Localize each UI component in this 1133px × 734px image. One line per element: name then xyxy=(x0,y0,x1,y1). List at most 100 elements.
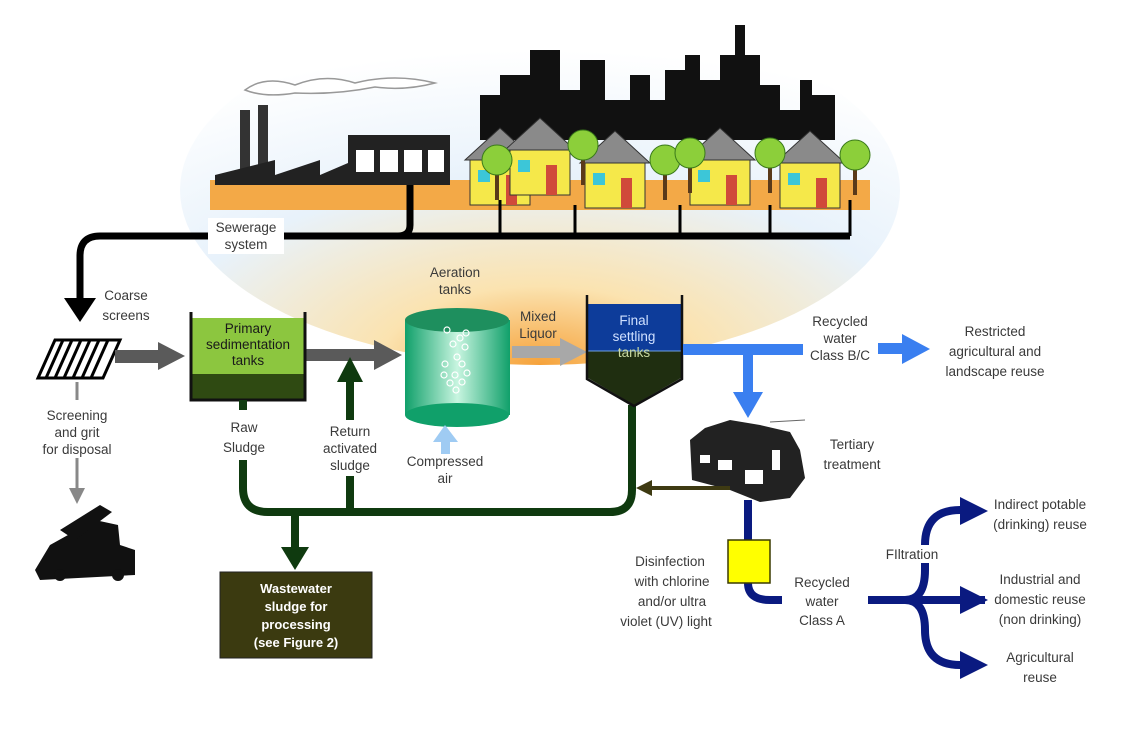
compressed-air-label-2: air xyxy=(437,471,453,486)
tertiary-label-2: treatment xyxy=(823,457,880,472)
flow-arrow-screen-to-primary xyxy=(115,342,185,370)
sewer-arrowhead xyxy=(64,298,96,322)
disinfection-label-3: and/or ultra xyxy=(638,594,707,609)
raw-sludge-label-1: Raw xyxy=(230,420,257,435)
aeration-label-1: Aeration xyxy=(430,265,480,280)
tree-trunk xyxy=(688,158,692,193)
tertiary-treatment-plant-icon xyxy=(690,419,806,502)
tree-icon xyxy=(567,129,599,161)
sludge-box-label-1: Wastewater xyxy=(260,581,332,596)
screening-label-3: for disposal xyxy=(42,442,111,457)
restricted-label-1: Restricted xyxy=(965,324,1026,339)
sludge-down-arrowhead xyxy=(281,547,309,570)
houses xyxy=(463,117,871,209)
sewerage-label-2: system xyxy=(225,237,268,252)
aeration-tank xyxy=(405,308,510,427)
restricted-label-2: agricultural and xyxy=(949,344,1041,359)
final-label-1: Final xyxy=(619,313,648,328)
coarse-screens-label-1: Coarse xyxy=(104,288,148,303)
sewerage-label-1: Sewerage xyxy=(216,220,277,235)
tree-trunk xyxy=(581,150,585,185)
disinfection-label-2: with chlorine xyxy=(633,574,709,589)
return-sludge-label-3: sludge xyxy=(330,458,370,473)
tree-trunk xyxy=(768,158,772,193)
coarse-screens-label-2: screens xyxy=(102,308,150,323)
agricultural-label-1: Agricultural xyxy=(1006,650,1074,665)
aeration-label-2: tanks xyxy=(439,282,472,297)
recycled-bc-label-1: Recycled xyxy=(812,314,868,329)
disinfection-label-1: Disinfection xyxy=(635,554,705,569)
industrial-label-2: domestic reuse xyxy=(994,592,1086,607)
final-settling-tank xyxy=(585,295,684,408)
sludge-box-label-4: (see Figure 2) xyxy=(254,635,339,650)
return-sludge-arrowhead xyxy=(337,357,363,382)
mixed-liquor-label-2: Liquor xyxy=(519,326,557,341)
restricted-label-3: landscape reuse xyxy=(945,364,1044,379)
house-window xyxy=(518,160,530,172)
house-door xyxy=(726,175,737,205)
primary-label-3: tanks xyxy=(232,353,265,368)
air-bubbles xyxy=(440,326,471,394)
recycled-bc-label-3: Class B/C xyxy=(810,348,870,363)
house-window xyxy=(478,170,490,182)
house-icon xyxy=(779,162,841,209)
primary-label-1: Primary xyxy=(225,321,272,336)
sewerage-pipe xyxy=(76,185,852,300)
recycled-a-label-3: Class A xyxy=(799,613,845,628)
house-icon xyxy=(509,149,571,196)
factory-icon xyxy=(215,77,450,185)
house-door xyxy=(816,178,827,208)
indirect-potable-label-1: Indirect potable xyxy=(994,497,1086,512)
class-a-arrowheads xyxy=(960,497,988,679)
house-window xyxy=(698,170,710,182)
tree-icon xyxy=(481,144,513,176)
industrial-label-3: (non drinking) xyxy=(999,612,1082,627)
house-window xyxy=(593,173,605,185)
final-label-2: settling xyxy=(613,329,656,344)
house-icon xyxy=(584,162,646,209)
recycled-a-label-2: water xyxy=(804,594,839,609)
tree-trunk xyxy=(495,165,499,200)
recycled-bc-pipe xyxy=(683,334,930,418)
return-sludge-label-2: activated xyxy=(323,441,377,456)
raw-sludge-label-2: Sludge xyxy=(223,440,265,455)
tertiary-return-arrow xyxy=(636,480,730,496)
house-window xyxy=(788,173,800,185)
screening-disposal-arrow xyxy=(69,382,85,504)
disinfection-unit xyxy=(727,539,771,584)
primary-sedimentation-tank xyxy=(189,312,307,402)
flow-arrow-primary-to-aeration xyxy=(305,340,402,370)
sludge-box-label-2: sludge for xyxy=(265,599,328,614)
primary-label-2: sedimentation xyxy=(206,337,290,352)
house-door xyxy=(621,178,632,208)
industrial-label-1: Industrial and xyxy=(999,572,1080,587)
tree-icon xyxy=(674,137,706,169)
city-scene: Sewerage system xyxy=(64,15,900,365)
indirect-potable-label-2: (drinking) reuse xyxy=(993,517,1087,532)
tree-icon xyxy=(754,137,786,169)
tertiary-label-1: Tertiary xyxy=(830,437,875,452)
tree-icon xyxy=(839,139,871,171)
sludge-box-label-3: processing xyxy=(261,617,330,632)
skyline-icon xyxy=(480,25,835,140)
screening-label-2: and grit xyxy=(54,425,99,440)
disinfection-label-4: violet (UV) light xyxy=(620,614,712,629)
return-sludge-label-1: Return xyxy=(330,424,371,439)
tree-trunk xyxy=(663,165,667,200)
agricultural-label-2: reuse xyxy=(1023,670,1057,685)
compressed-air-label-1: Compressed xyxy=(407,454,484,469)
house-icon xyxy=(689,159,751,206)
recycled-bc-label-2: water xyxy=(822,331,857,346)
compressed-air-arrow xyxy=(433,425,458,454)
mixed-liquor-label-1: Mixed xyxy=(520,309,556,324)
filtration-label: FIltration xyxy=(886,547,939,562)
flow-arrow-mixed-liquor xyxy=(512,338,587,366)
sludge-processing-box xyxy=(219,571,373,659)
dump-truck-icon xyxy=(35,505,135,581)
recycled-a-label-1: Recycled xyxy=(794,575,850,590)
tree-trunk xyxy=(853,160,857,195)
recycled-a-pipe xyxy=(744,500,985,669)
final-label-3: tanks xyxy=(618,345,651,360)
house-door xyxy=(546,165,557,195)
